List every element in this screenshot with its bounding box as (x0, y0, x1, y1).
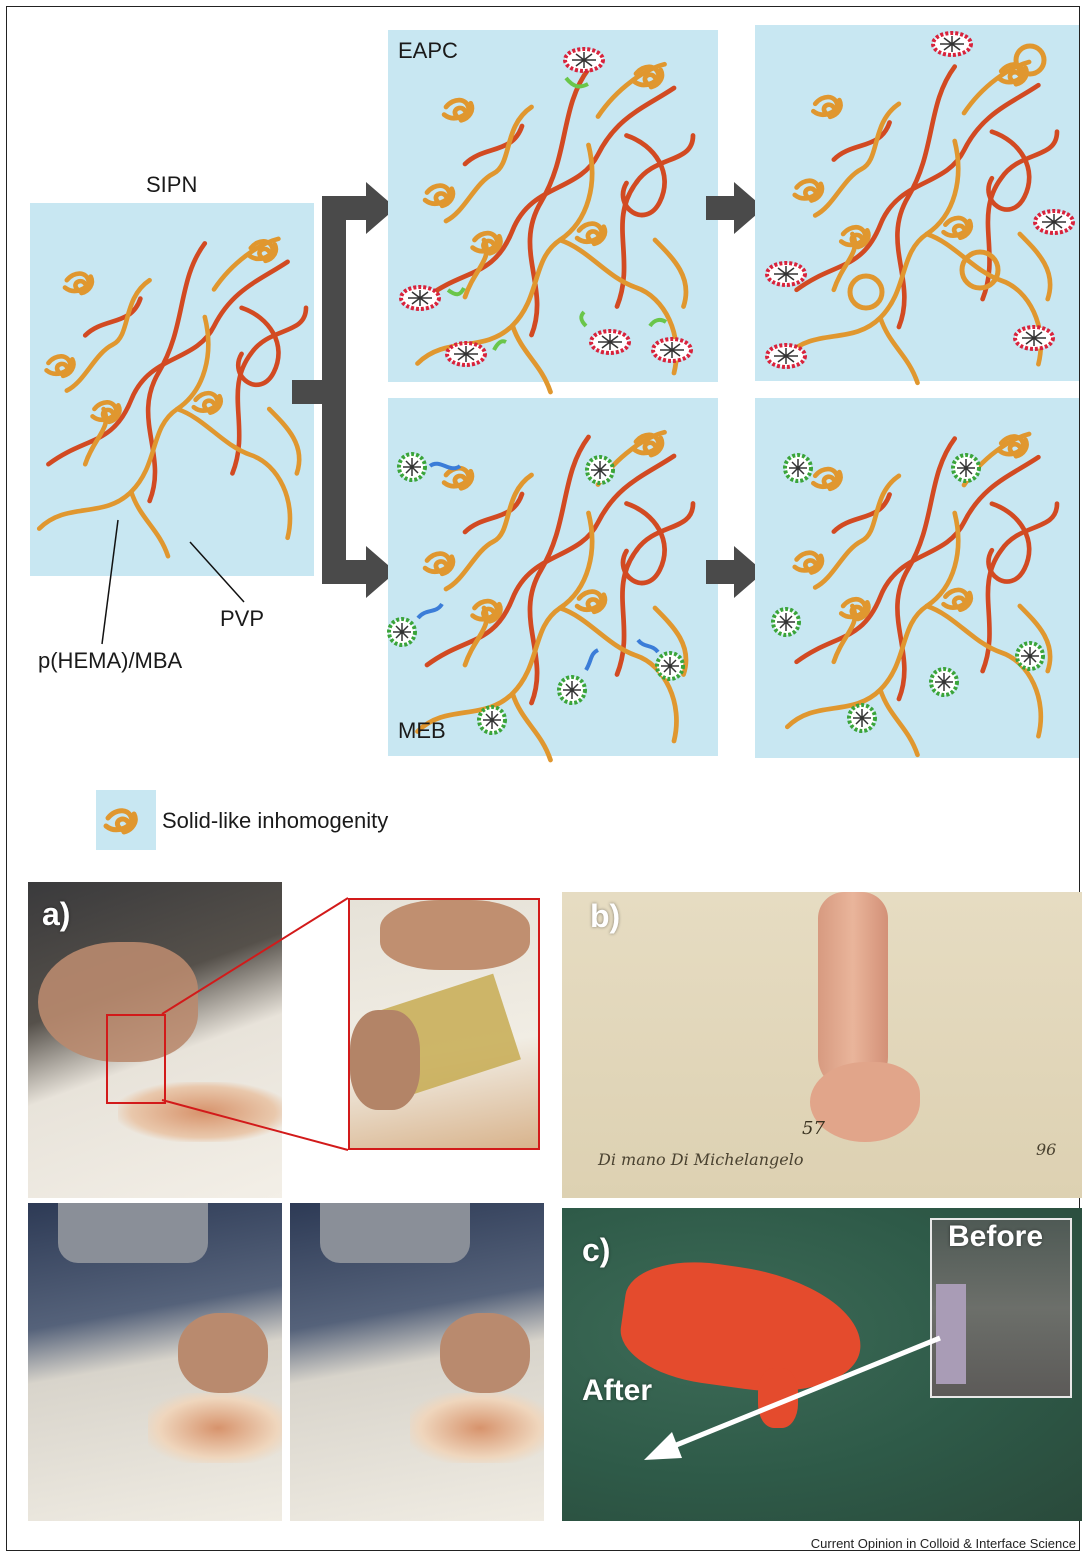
label-a: a) (42, 896, 70, 933)
eapc-panel (388, 30, 718, 382)
meb-label: MEB (398, 718, 446, 744)
hand-shape-2 (178, 1313, 268, 1393)
label-b: b) (590, 898, 620, 935)
drawing-sanguine-3 (410, 1393, 544, 1463)
finger-shape (380, 900, 530, 970)
inscription-page: 57 (802, 1118, 825, 1139)
hand-shape-3 (440, 1313, 530, 1393)
before-label: Before (948, 1220, 1043, 1254)
pvp-label: PVP (220, 606, 264, 632)
meb-panel (388, 398, 718, 756)
journal-credit: Current Opinion in Colloid & Interface S… (811, 1536, 1076, 1551)
eapc-label: EAPC (398, 38, 458, 64)
photo-a-bottom-right (290, 1203, 544, 1521)
label-c: c) (582, 1232, 610, 1269)
magnifier-visor (58, 1203, 208, 1263)
sipn-label: SIPN (146, 172, 197, 198)
drawing-sanguine-2 (148, 1393, 282, 1463)
inscription: Di mano Di Michelangelo (598, 1150, 803, 1169)
inscription-right: 96 (1036, 1140, 1056, 1159)
legend-label: Solid-like inhomogenity (162, 808, 388, 834)
magnifier-visor-2 (320, 1203, 470, 1263)
photo-a-zoom (348, 898, 540, 1150)
after-label: After (582, 1374, 652, 1408)
zoom-box (106, 1014, 166, 1104)
thumb-shape (350, 1010, 420, 1110)
photo-b: Di mano Di Michelangelo 57 96 (562, 892, 1082, 1198)
foot-drawing (810, 1062, 920, 1142)
photo-c (562, 1208, 1082, 1521)
inset-paper (936, 1284, 966, 1384)
meb-result-panel (755, 398, 1079, 758)
phema-label: p(HEMA)/MBA (38, 648, 182, 674)
red-pigment-drip (758, 1368, 798, 1428)
red-pigment-area (615, 1252, 869, 1404)
photo-a-bottom-left (28, 1203, 282, 1521)
